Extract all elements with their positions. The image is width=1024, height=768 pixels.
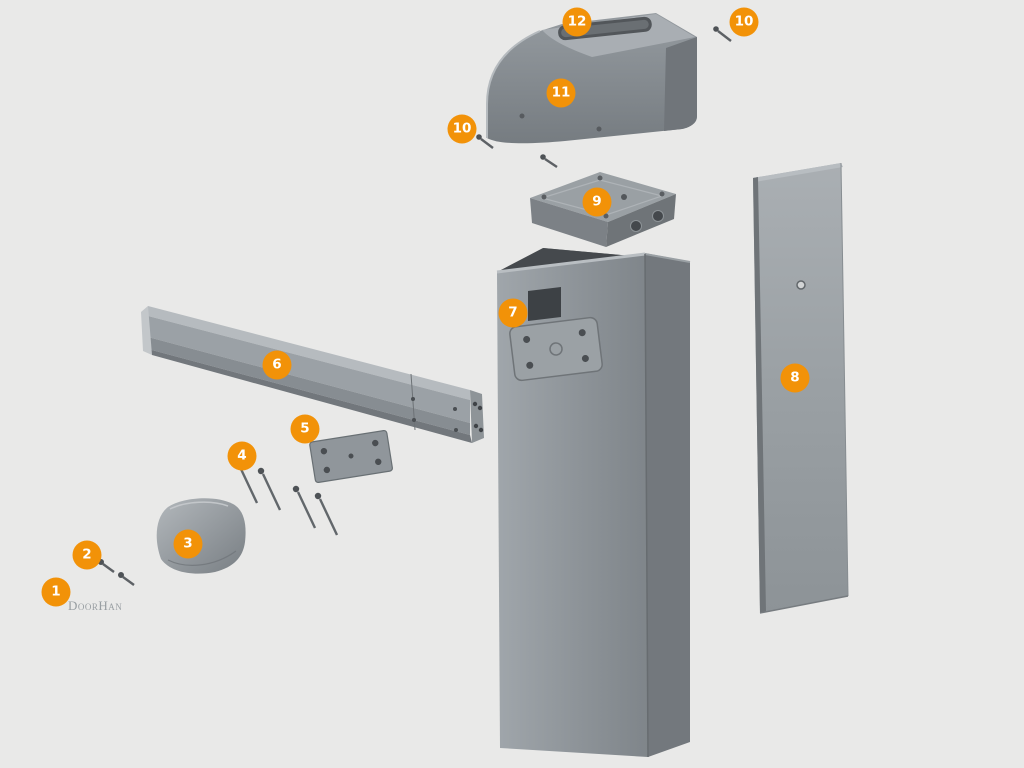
callout-badge-boom-arm: 6 xyxy=(262,350,292,380)
head-cover xyxy=(486,13,697,144)
callout-badge-boom-end-cap: 3 xyxy=(173,529,203,559)
callout-badge-cover-screw-right: 10 xyxy=(729,7,759,37)
callout-badge-head-cover-handle: 12 xyxy=(562,7,592,37)
callout-badge-post-body: 7 xyxy=(498,298,528,328)
knockout-hole xyxy=(652,210,664,222)
knockout-hole xyxy=(630,220,642,232)
post-body xyxy=(496,248,691,758)
callout-badge-head-cover: 11 xyxy=(546,78,576,108)
brand-watermark: DoorHan xyxy=(68,598,122,613)
callout-badge-access-panel: 8 xyxy=(780,363,810,393)
cable-slot xyxy=(528,287,561,321)
cover-screw-right xyxy=(713,26,732,42)
callout-badge-small-screws: 2 xyxy=(72,540,102,570)
panel-hole xyxy=(796,280,806,290)
callout-badge-mounting-bolts: 4 xyxy=(227,441,257,471)
callout-badge-mounting-plate: 5 xyxy=(290,414,320,444)
box-screw xyxy=(540,154,558,168)
boom-arm xyxy=(141,306,484,443)
post-bracket xyxy=(509,316,603,382)
callout-badge-cover-screw-left: 10 xyxy=(447,114,477,144)
callout-badge-control-box: 9 xyxy=(582,187,612,217)
mounting-plate xyxy=(309,429,393,484)
callout-badge-brand-mark: 1 xyxy=(41,577,71,607)
cover-screw-left xyxy=(476,134,494,149)
mounting-bolts xyxy=(234,460,339,536)
